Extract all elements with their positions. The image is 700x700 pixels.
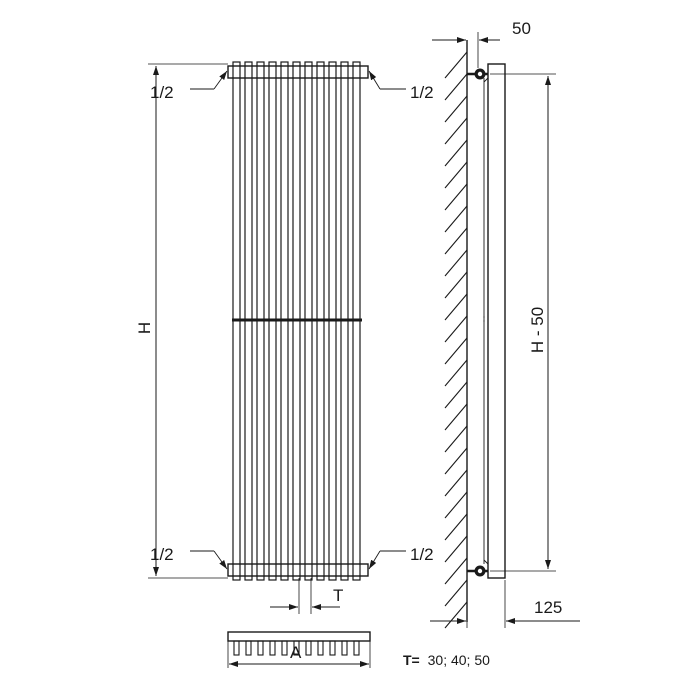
plan-tube — [281, 640, 288, 656]
plan-tube — [305, 640, 312, 656]
front-view: H 1/2 1/2 1/2 1/2 T — [135, 61, 434, 614]
side-view: 50 H - 50 125 — [430, 19, 580, 629]
center-height-label: H - 50 — [528, 307, 547, 353]
connection-leaders — [190, 70, 406, 570]
connection-top-right-label: 1/2 — [410, 83, 434, 102]
connection-bottom-right-label: 1/2 — [410, 545, 434, 564]
plan-tube — [269, 640, 276, 656]
hatch-line — [444, 227, 468, 255]
note-key: T= — [403, 652, 420, 668]
hatch-line — [444, 403, 468, 431]
hatch-line — [444, 381, 468, 409]
bottom-header-bar — [227, 563, 369, 577]
hatch-line — [444, 249, 468, 277]
depth-dimension — [430, 580, 580, 628]
depth-label: 125 — [534, 598, 562, 617]
plan-view: A — [227, 631, 371, 668]
hatch-line — [444, 271, 468, 299]
pitch-dimension — [270, 578, 340, 614]
pitch-options-note: T= 30; 40; 50 — [403, 652, 490, 668]
bottom-bracket — [467, 565, 488, 577]
note-values: 30; 40; 50 — [428, 652, 490, 668]
hatch-line — [444, 117, 468, 145]
radiator-side-body — [487, 63, 506, 579]
connection-bottom-left-label: 1/2 — [150, 545, 174, 564]
plan-tube — [353, 640, 360, 656]
hatch-line — [444, 557, 468, 585]
plan-tube — [245, 640, 252, 656]
hatch-line — [444, 183, 468, 211]
hatch-line — [444, 535, 468, 563]
hatch-line — [444, 205, 468, 233]
plan-tube — [257, 640, 264, 656]
pitch-label: T — [333, 586, 343, 605]
hatch-line — [444, 491, 468, 519]
plan-tube — [341, 640, 348, 656]
hatch-line — [444, 513, 468, 541]
hatch-line — [444, 337, 468, 365]
hatch-line — [444, 139, 468, 167]
top-header-bar — [227, 65, 369, 79]
hatch-line — [444, 579, 468, 607]
hatch-line — [444, 293, 468, 321]
hatch-line — [444, 601, 468, 629]
plan-tube — [233, 640, 240, 656]
hatch-line — [444, 315, 468, 343]
hatch-line — [444, 359, 468, 387]
height-dimension: H — [135, 63, 228, 579]
hatch-line — [444, 425, 468, 453]
hatch-line — [444, 469, 468, 497]
plan-tubes — [233, 640, 360, 656]
width-label: A — [290, 643, 302, 662]
connection-top-left-label: 1/2 — [150, 83, 174, 102]
wall-offset-dimension — [432, 32, 500, 68]
top-bracket — [467, 68, 488, 80]
hatch-line — [444, 161, 468, 189]
plan-header-bar — [227, 631, 371, 642]
wall-offset-label: 50 — [512, 19, 531, 38]
hatch-line — [444, 51, 468, 79]
hatch-line — [444, 447, 468, 475]
center-height-dimension: H - 50 — [490, 73, 556, 572]
plan-tube — [329, 640, 336, 656]
hatch-line — [444, 95, 468, 123]
hatch-line — [444, 73, 468, 101]
plan-tube — [317, 640, 324, 656]
height-label: H — [135, 322, 154, 334]
plan-tube — [293, 640, 300, 656]
wall-hatching — [444, 51, 468, 629]
